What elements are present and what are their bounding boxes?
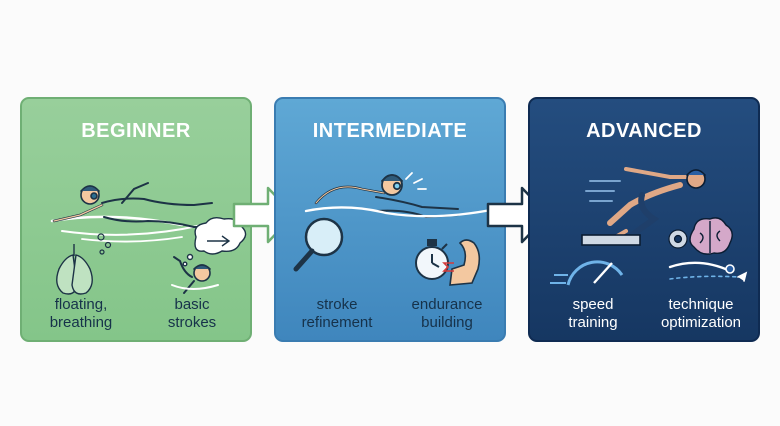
- skill-text: floating, breathing: [49, 296, 113, 331]
- stage-title: ADVANCED: [586, 120, 702, 142]
- brain-icon: [689, 217, 733, 255]
- diving-swimmer-icon: [581, 167, 706, 246]
- skill-text: technique optimization: [660, 296, 742, 331]
- beginner-illustration: [50, 182, 247, 295]
- streamline-swimmer-icon: [668, 261, 748, 282]
- bubbles-icon: [97, 233, 112, 255]
- arrow-bubble-icon: [182, 216, 247, 267]
- swimmer-icon: [304, 172, 498, 219]
- stage-beginner: BEGINNER: [20, 97, 252, 342]
- gauge-icon: [550, 260, 624, 286]
- lungs-icon: [56, 244, 93, 295]
- swimmer-icon: [50, 182, 213, 243]
- skill-text: basic strokes: [167, 296, 217, 331]
- skill-label: basic strokes: [137, 296, 247, 332]
- flexed-arm-icon: [442, 239, 481, 286]
- gear-icon: [668, 229, 688, 249]
- skill-text: endurance building: [411, 296, 483, 331]
- stage-title: BEGINNER: [81, 120, 191, 142]
- stopwatch-icon: [415, 239, 449, 280]
- stage-title: INTERMEDIATE: [312, 120, 468, 142]
- intermediate-illustration: [293, 172, 498, 286]
- skill-label: endurance building: [392, 296, 502, 332]
- skill-label: stroke refinement: [282, 296, 392, 332]
- skill-label: speed training: [538, 296, 648, 332]
- stage-advanced: ADVANCED: [528, 97, 760, 342]
- skill-text: speed training: [568, 296, 618, 331]
- swimmer-icon: [171, 256, 219, 294]
- skill-label: technique optimization: [646, 296, 756, 332]
- magnifier-icon: [293, 217, 344, 272]
- advanced-illustration: [550, 167, 748, 286]
- skill-text: stroke refinement: [301, 296, 373, 331]
- stage-intermediate: INTERMEDIATE stroke refinement: [274, 97, 506, 342]
- skill-label: floating, breathing: [26, 296, 136, 332]
